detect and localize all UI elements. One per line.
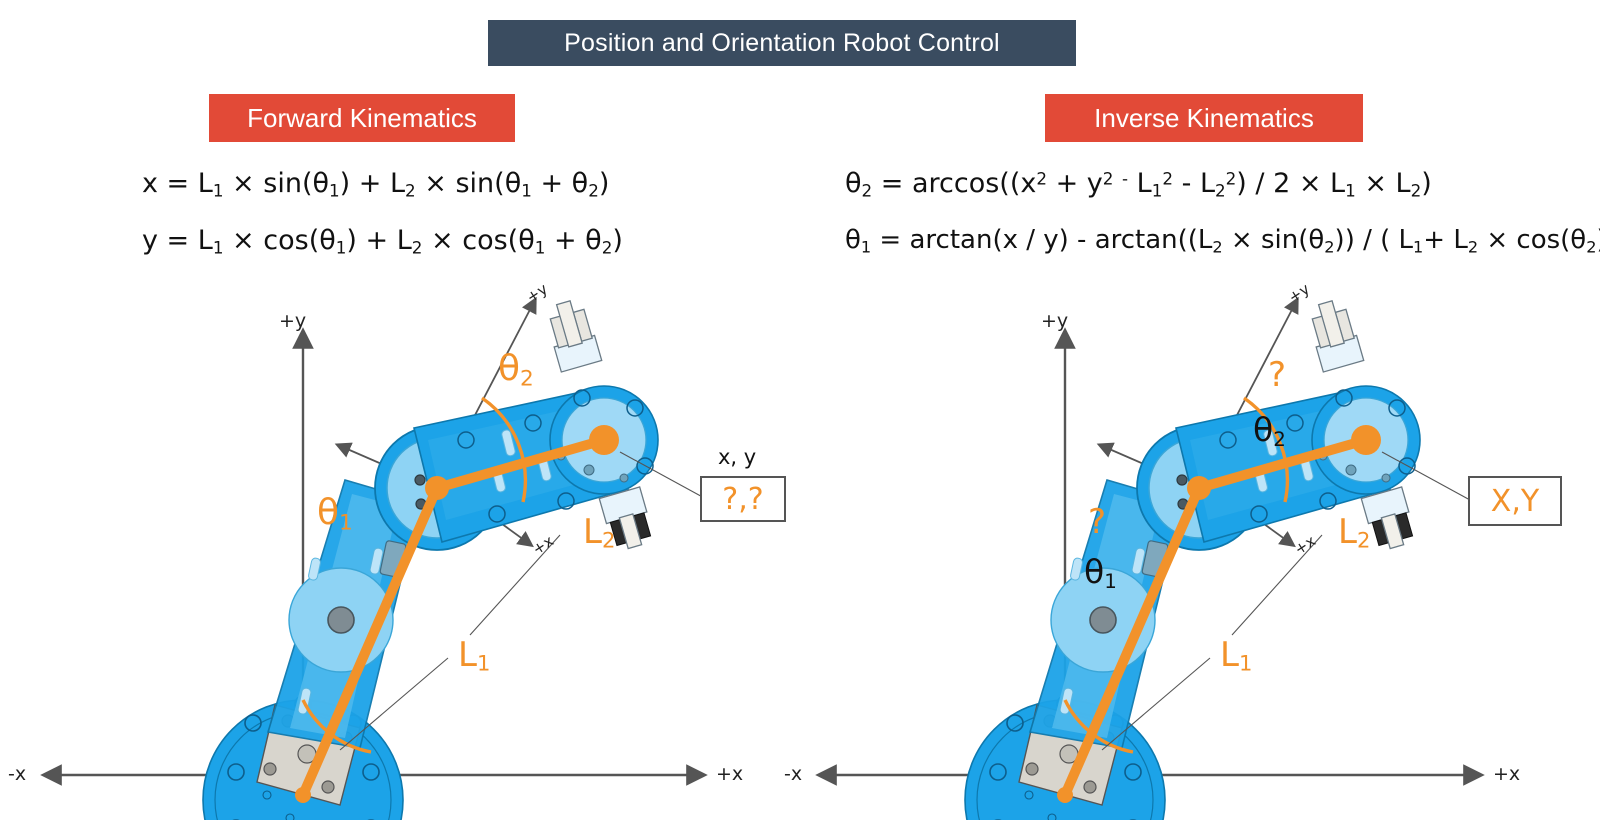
- robot-link2-forward: [413, 300, 659, 550]
- leader-link2-inverse: [1231, 534, 1323, 636]
- section-header-forward-label: Forward Kinematics: [247, 102, 477, 133]
- angle-theta1-unknown-inverse: ?: [1088, 502, 1107, 542]
- formula-forward-y: y = L1 × cos(θ1) + L2 × cos(θ1 + θ2): [142, 225, 623, 258]
- link2-orange-line: [1194, 435, 1371, 493]
- leader-link1-inverse: [1101, 657, 1211, 751]
- section-header-inverse-kinematics: Inverse Kinematics: [1045, 94, 1363, 142]
- axis-label-y-positive-inverse: +y: [1041, 310, 1069, 332]
- angle-theta2-unknown-inverse: ?: [1268, 355, 1287, 395]
- endpoint-orange-dot: [589, 425, 619, 455]
- formula-inverse-theta1: θ1 = arctan(x / y) - arctan((L2 × sin(θ2…: [845, 225, 1600, 257]
- angle-theta2-label-forward: θ2: [498, 348, 534, 392]
- endpoint-value-forward: ?,?: [722, 481, 764, 517]
- section-header-inverse-label: Inverse Kinematics: [1094, 102, 1314, 133]
- joint1-orange-dot: [425, 476, 449, 500]
- link2-label-forward: L2: [583, 512, 616, 553]
- angle-theta1-label-inverse: θ1: [1084, 552, 1117, 593]
- link2-label-inverse: L2: [1338, 512, 1371, 553]
- link2-orange-line: [432, 435, 609, 493]
- endpoint-value-inverse: X,Y: [1490, 483, 1540, 519]
- formula-forward-x: x = L1 × sin(θ1) + L2 × sin(θ1 + θ2): [142, 168, 610, 201]
- kinematic-skeleton-inverse: [1057, 425, 1381, 803]
- formula-inverse-theta2: θ2 = arccos((x2 + y2 - L12 - L22) / 2 × …: [845, 168, 1432, 201]
- leader-link2-forward: [469, 534, 561, 636]
- angle-theta1-arc-forward: [301, 699, 372, 754]
- robot-link2-inverse: [1175, 300, 1421, 550]
- page-title: Position and Orientation Robot Control: [564, 28, 1000, 57]
- axis-label-x-positive-inverse: +x: [1493, 763, 1521, 785]
- axis-label-x-negative-inverse: -x: [784, 763, 803, 785]
- angle-theta1-label-forward: θ1: [317, 492, 353, 536]
- diagram-inverse-kinematics: +y +x -x +y +x θ1 ? θ2 ? L1 L2 X,Y: [784, 280, 1590, 820]
- forward-robot-svg: [40, 296, 709, 820]
- diagram-forward-kinematics: +y +x -x +y +x θ1 θ2 L1 L2 x, y ?,?: [0, 280, 800, 820]
- section-header-forward-kinematics: Forward Kinematics: [209, 94, 515, 142]
- leader-endpoint-forward: [619, 451, 709, 501]
- inverse-robot-svg: [815, 296, 1485, 820]
- kinematic-skeleton-forward: [295, 425, 619, 803]
- robot-gripper-inverse: [1311, 300, 1414, 550]
- angle-theta2-label-inverse: θ2: [1253, 410, 1286, 451]
- page-title-bar: Position and Orientation Robot Control: [488, 20, 1076, 66]
- base-orange-dot: [295, 787, 311, 803]
- leader-link1-forward: [339, 657, 449, 751]
- joint1-orange-dot: [1187, 476, 1211, 500]
- leader-endpoint-inverse: [1381, 451, 1471, 501]
- angle-theta2-arc-inverse: [1243, 396, 1290, 503]
- link1-label-inverse: L1: [1220, 635, 1253, 676]
- endpoint-orange-dot: [1351, 425, 1381, 455]
- angle-theta2-arc-forward: [481, 396, 528, 503]
- angle-theta1-arc-inverse: [1063, 699, 1134, 754]
- base-orange-dot: [1057, 787, 1073, 803]
- axis-label-x-positive-forward: +x: [716, 763, 744, 785]
- endpoint-value-box-forward: ?,?: [700, 476, 786, 522]
- endpoint-caption-forward: x, y: [718, 445, 757, 469]
- link1-label-forward: L1: [458, 635, 491, 676]
- link1-orange-line: [298, 483, 442, 800]
- axis-label-y-positive-forward: +y: [279, 310, 307, 332]
- endpoint-value-box-inverse: X,Y: [1468, 476, 1562, 526]
- robot-gripper-forward: [549, 300, 652, 550]
- axis-label-x-negative-forward: -x: [8, 763, 27, 785]
- link1-orange-line: [1060, 483, 1204, 800]
